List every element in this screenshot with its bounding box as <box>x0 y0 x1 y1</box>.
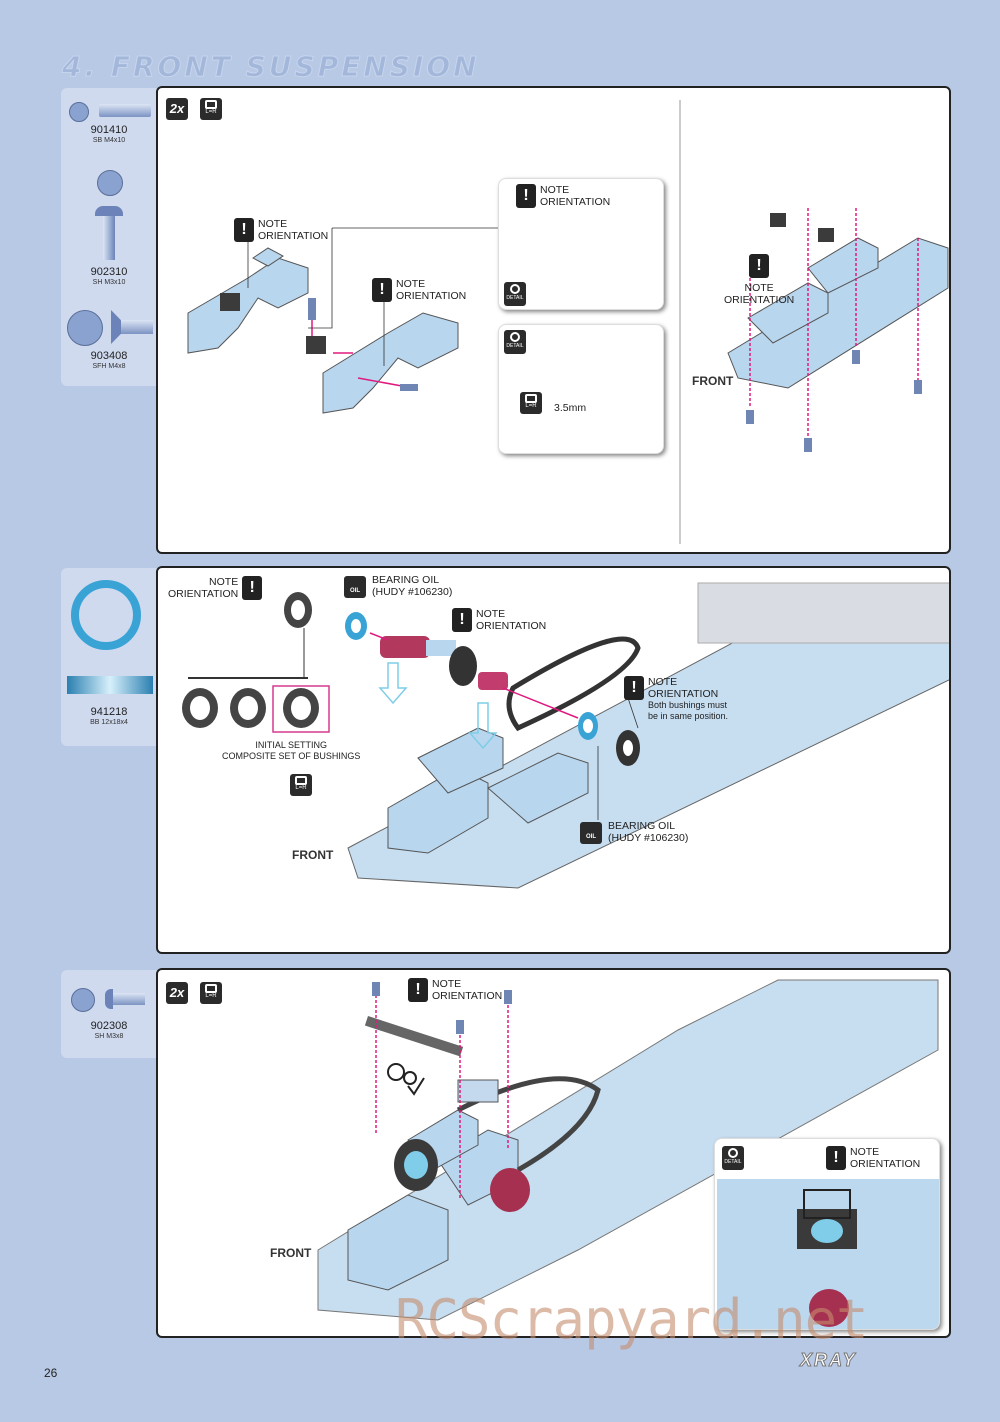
warning-icon: ! <box>452 608 472 632</box>
step2-panel: ! NOTE ORIENTATION OIL BEARING OIL (HUDY… <box>156 566 951 954</box>
flat-head-screw-top-icon <box>67 310 103 346</box>
quantity-badge: 2x <box>166 982 188 1004</box>
left-right-same-icon: L=R <box>520 392 542 414</box>
note-text: NOTE ORIENTATION <box>258 218 329 242</box>
step2-illustration <box>182 582 949 889</box>
button-head-screw-top-icon <box>69 102 89 122</box>
note-text: NOTE ORIENTATION <box>850 1146 921 1170</box>
note-text: NOTE ORIENTATION <box>168 576 239 600</box>
note-text: NOTE ORIENTATION <box>396 278 467 302</box>
screw-shaft-icon <box>99 104 151 117</box>
part-desc: BB 12x18x4 <box>90 719 128 726</box>
socket-head-screw-top-icon <box>97 170 123 196</box>
page-number: 26 <box>44 1366 58 1380</box>
warning-icon: ! <box>516 184 536 208</box>
socket-head-screw-top-icon <box>71 988 95 1012</box>
oil-icon: OIL <box>580 822 602 844</box>
warning-icon: ! <box>242 576 263 600</box>
part-code: 901410 <box>90 124 128 136</box>
parts-panel-step3: 902308 SH M3x8 <box>61 970 157 1058</box>
part-desc: SH M3x8 <box>94 1033 124 1040</box>
step1-illustration <box>187 100 949 544</box>
detail-magnifier-icon: DETAIL <box>504 282 526 306</box>
brand-logo: XRAY <box>800 1350 857 1371</box>
front-label: FRONT <box>270 1246 312 1260</box>
detail-image <box>717 1179 939 1329</box>
note-orientation: ! NOTE ORIENTATION <box>516 184 610 208</box>
screw-shaft-icon <box>113 993 145 1005</box>
bearing-side-icon <box>67 676 153 694</box>
part-code: 902308 <box>90 1020 128 1032</box>
part-code: 903408 <box>90 350 128 362</box>
warning-icon: ! <box>234 218 254 242</box>
note-text: NOTE ORIENTATION <box>540 184 611 208</box>
note-text: NOTE ORIENTATION <box>648 676 719 700</box>
flat-head-icon <box>111 310 121 344</box>
step3-illustration <box>317 979 939 1321</box>
parts-panel-step2: 941218 BB 12x18x4 <box>61 568 157 746</box>
flat-screw-shaft-icon <box>121 320 153 334</box>
socket-head-icon <box>95 206 123 216</box>
note-extra-text: Both bushings must be in same position. <box>648 700 729 721</box>
part-desc: SFH M4x8 <box>92 363 126 370</box>
step1-panel: 2x L=R <box>156 86 951 554</box>
note-text: NOTE ORIENTATION <box>432 978 503 1002</box>
note-orientation: ! NOTE ORIENTATION <box>168 576 263 600</box>
front-label: FRONT <box>292 848 334 862</box>
left-right-same-icon: L=R <box>200 98 222 120</box>
front-label: FRONT <box>692 374 734 388</box>
warning-icon: ! <box>408 978 428 1002</box>
note-text: NOTE ORIENTATION <box>724 282 795 306</box>
note-orientation: ! NOTE ORIENTATION <box>452 608 546 632</box>
part-code: 902310 <box>90 266 128 278</box>
part-desc: SH M3x10 <box>92 279 126 286</box>
note-orientation: ! NOTE ORIENTATION <box>372 278 466 302</box>
note-orientation: ! NOTE ORIENTATION <box>234 218 328 242</box>
measure-label: 3.5mm <box>554 402 587 414</box>
bearing-front-icon <box>71 580 141 650</box>
initial-setting-text: INITIAL SETTING COMPOSITE SET OF BUSHING… <box>222 740 361 761</box>
detail-box-orientation <box>714 1138 940 1330</box>
warning-icon: ! <box>749 254 770 278</box>
bearing-oil-text: BEARING OIL (HUDY #106230) <box>372 574 453 598</box>
detail-magnifier-icon: DETAIL <box>722 1146 744 1170</box>
step3-panel: 2x L=R ! NOTE ORIENTATION FRONT <box>156 968 951 1338</box>
bearing-oil-text: BEARING OIL (HUDY #106230) <box>608 820 689 844</box>
part-code: 941218 <box>90 706 128 718</box>
note-text: NOTE ORIENTATION <box>476 608 547 632</box>
warning-icon: ! <box>826 1146 846 1170</box>
section-title: 4. FRONT SUSPENSION <box>62 50 480 84</box>
warning-icon: ! <box>624 676 644 700</box>
parts-panel-step1: 901410 SB M4x10 902310 SH M3x10 903408 S… <box>61 88 157 386</box>
detail-magnifier-icon: DETAIL <box>504 330 526 354</box>
note-orientation: ! NOTE ORIENTATION <box>724 254 794 306</box>
note-orientation: ! NOTE ORIENTATION <box>826 1146 920 1170</box>
warning-icon: ! <box>372 278 392 302</box>
part-desc: SB M4x10 <box>92 137 126 144</box>
socket-screw-shaft-icon <box>103 216 115 260</box>
socket-head-icon <box>105 989 113 1009</box>
note-orientation: ! NOTE ORIENTATION <box>408 978 502 1002</box>
note-orientation-bushings: ! NOTE ORIENTATION Both bushings must be… <box>624 676 728 722</box>
left-right-same-icon: L=R <box>290 774 312 796</box>
oil-icon: OIL <box>344 576 366 598</box>
watermark: RCScrapyard.net <box>395 1288 869 1351</box>
quantity-badge: 2x <box>166 98 188 120</box>
left-right-same-icon: L=R <box>200 982 222 1004</box>
